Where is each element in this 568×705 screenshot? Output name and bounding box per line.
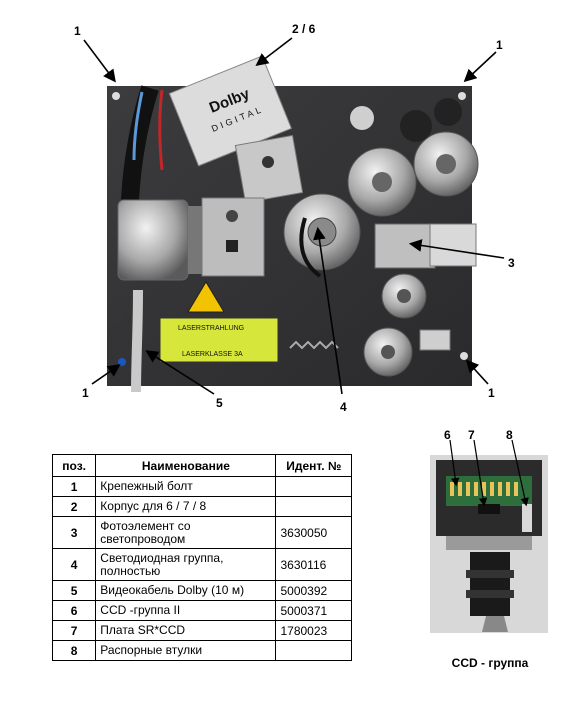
header-name: Наименование (95, 454, 277, 477)
cell-pos: 1 (51, 476, 97, 497)
cell-name: Корпус для 6 / 7 / 8 (95, 496, 277, 517)
cell-name: Светодиодная группа, полностью (95, 548, 277, 581)
header-ident: Идент. № (275, 454, 352, 477)
table-row: 6 CCD -группа II 5000371 (51, 600, 352, 621)
callout-5: 5 (216, 396, 223, 410)
header-pos: поз. (51, 454, 97, 477)
video-cable (131, 289, 143, 393)
cable-bundle (121, 85, 159, 201)
spring (289, 340, 339, 350)
ccd-callout-7: 7 (468, 428, 475, 442)
cell-ident: 5000371 (275, 600, 352, 621)
table-row: 5 Видеокабель Dolby (10 м) 5000392 (51, 580, 352, 601)
table-row: 7 Плата SR*CCD 1780023 (51, 620, 352, 641)
mounting-bolt (458, 92, 466, 100)
table-row: 3 Фотоэлемент со светопроводом 3630050 (51, 516, 352, 549)
ccd-board (446, 476, 532, 506)
callout-2-6: 2 / 6 (292, 22, 316, 36)
callout-1-bottom-left: 1 (82, 386, 89, 400)
ccd-callout-6: 6 (444, 428, 451, 442)
ccd-caption: CCD - группа (451, 656, 529, 670)
cell-ident: 1780023 (275, 620, 352, 641)
ccd-photo-background (430, 455, 548, 633)
cell-name: Фотоэлемент со светопроводом (95, 516, 277, 549)
cell-ident: 3630050 (275, 516, 352, 549)
cell-ident (275, 496, 352, 517)
assembly-photo: Dolby DIGITAL LASERSTRAHLUNG LASERKLASSE… (83, 37, 505, 395)
cell-ident: 3630116 (275, 548, 352, 581)
callout-1-top-right: 1 (496, 38, 503, 52)
cell-pos: 6 (51, 600, 97, 621)
mounting-bolt (118, 358, 126, 366)
table-header-row: поз. Наименование Идент. № (51, 454, 352, 477)
cell-name: Видеокабель Dolby (10 м) (95, 580, 277, 601)
table-row: 8 Распорные втулки (51, 640, 352, 661)
cell-name: Плата SR*CCD (95, 620, 277, 641)
callout-1-bottom-right: 1 (488, 386, 495, 400)
callout-4: 4 (340, 400, 347, 414)
laser-label (159, 317, 279, 363)
laser-label-text: LASERSTRAHLUNG (178, 325, 244, 332)
roller (400, 110, 432, 142)
housing-block (234, 134, 304, 204)
table-row: 1 Крепежный болт (51, 476, 352, 497)
cell-name: CCD -группа II (95, 600, 277, 621)
parts-table: поз. Наименование Идент. № 1 Крепежный б… (51, 454, 352, 661)
dolby-box: Dolby DIGITAL (168, 55, 292, 167)
cell-ident (275, 476, 352, 497)
ccd-callout-8: 8 (506, 428, 513, 442)
cell-ident: 5000392 (275, 580, 352, 601)
cell-name: Крепежный болт (95, 476, 277, 497)
table-row: 2 Корпус для 6 / 7 / 8 (51, 496, 352, 517)
spacer-bushing (522, 504, 532, 532)
cell-pos: 2 (51, 496, 97, 517)
led-group-block (201, 197, 265, 277)
callout-1-top-left: 1 (74, 24, 81, 38)
cell-ident (275, 640, 352, 661)
lamp-cylinder (117, 199, 189, 281)
cell-pos: 8 (51, 640, 97, 661)
table-row: 4 Светодиодная группа, полностью 3630116 (51, 548, 352, 581)
cell-name: Распорные втулки (95, 640, 277, 661)
cell-pos: 3 (51, 516, 97, 549)
cell-pos: 4 (51, 548, 97, 581)
cell-pos: 5 (51, 580, 97, 601)
mounting-bolt (460, 352, 468, 360)
laser-class-text: LASERKLASSE 3A (182, 351, 243, 358)
ccd-lens-barrel (470, 552, 510, 616)
laser-warning-icon (187, 281, 225, 313)
callout-3: 3 (508, 256, 515, 270)
mounting-bolt (112, 92, 120, 100)
cell-pos: 7 (51, 620, 97, 641)
